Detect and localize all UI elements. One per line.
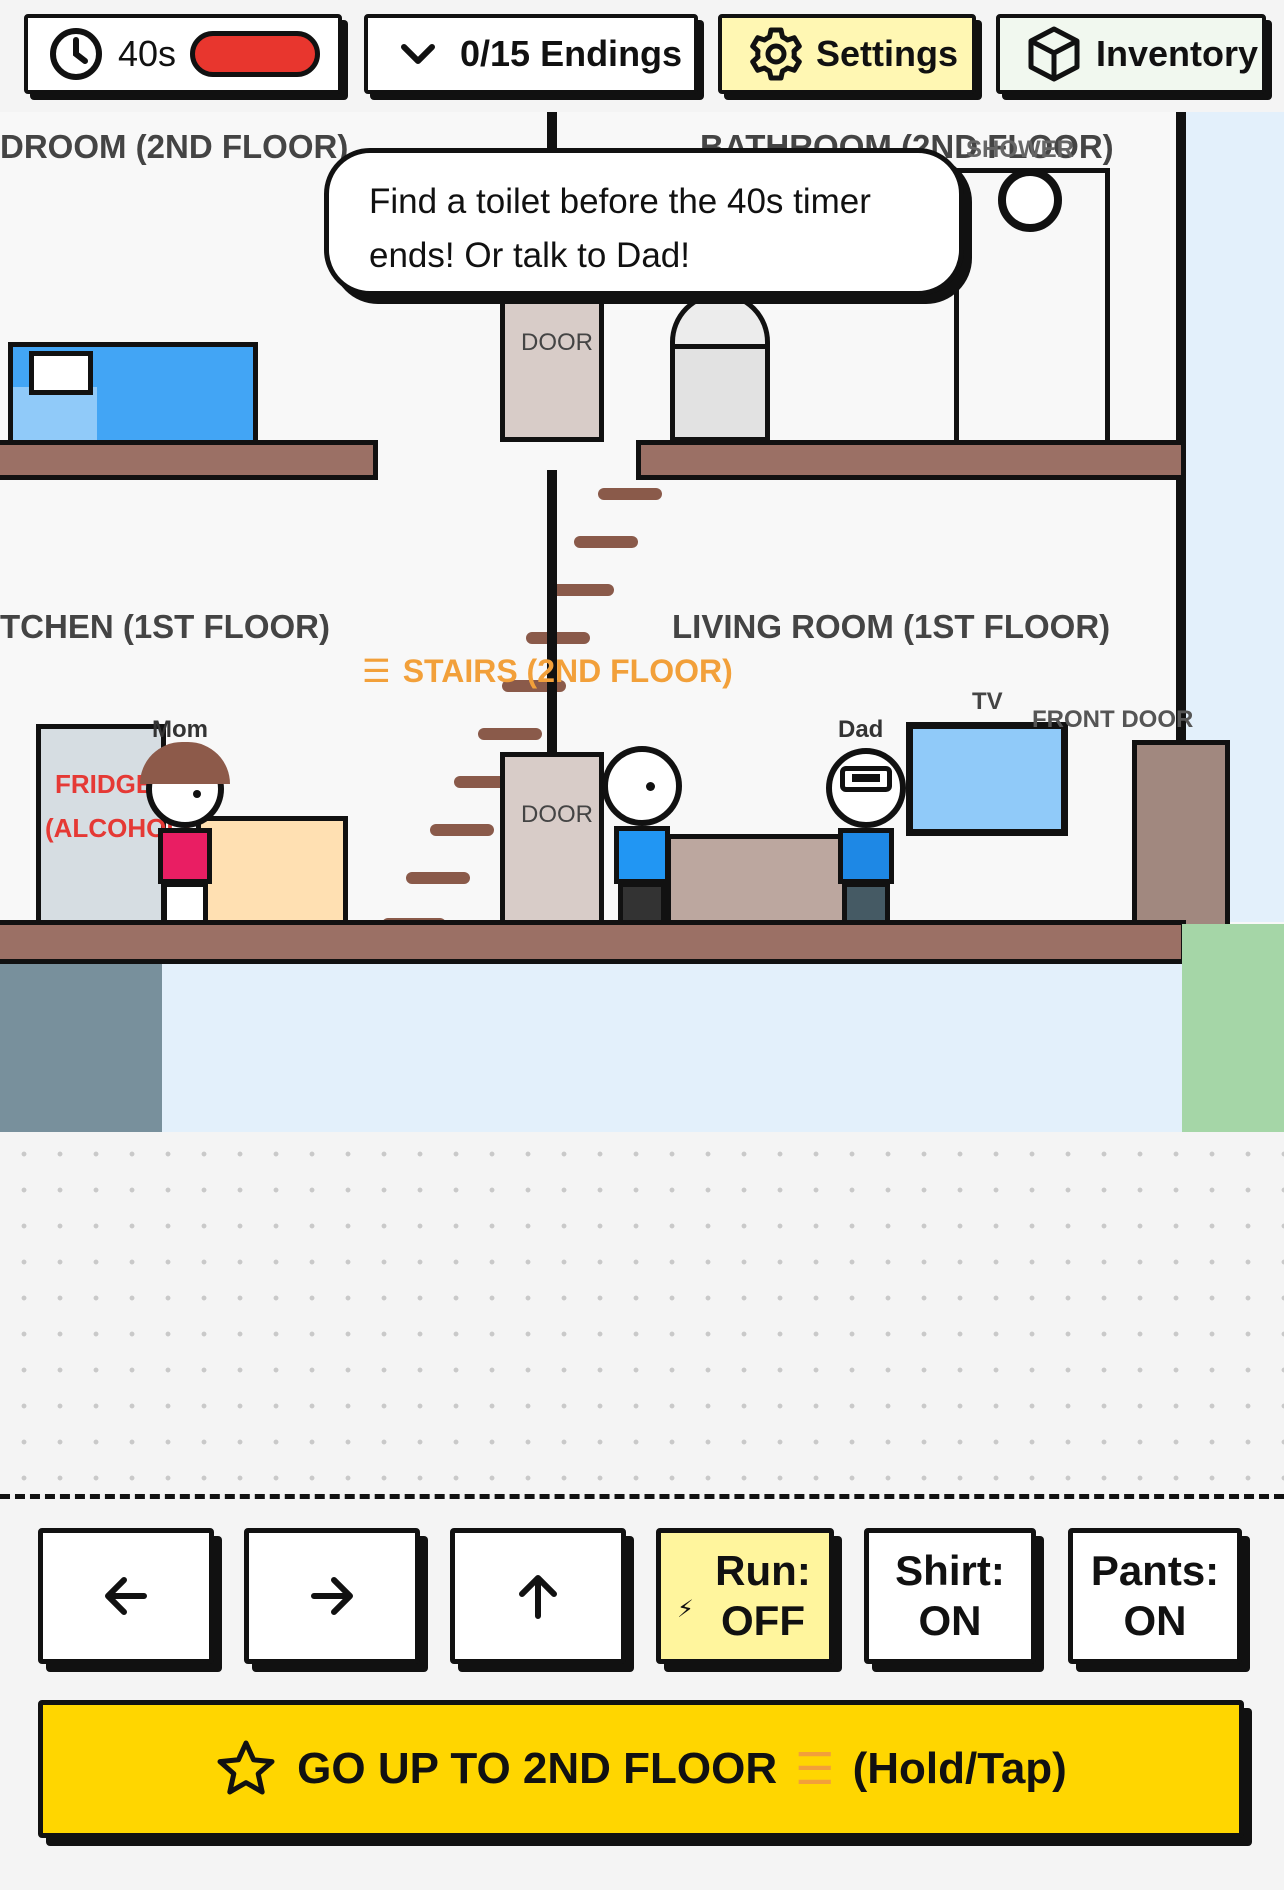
dad-label: Dad <box>838 716 884 743</box>
mom-eye <box>193 790 201 798</box>
action-label: GO UP TO 2ND FLOOR <box>297 1744 778 1793</box>
lower-door[interactable]: DOOR <box>500 752 604 938</box>
second-floor-right <box>636 440 1186 480</box>
ladder-icon: ☰ <box>795 1744 835 1794</box>
front-door-label: FRONT DOOR <box>1032 706 1194 733</box>
dad-head <box>826 748 906 828</box>
shirt-toggle[interactable]: Shirt: ON <box>864 1528 1036 1664</box>
second-floor-left <box>0 440 378 480</box>
gear-icon <box>750 27 802 81</box>
house-right-wall <box>1176 112 1186 922</box>
dad-glasses <box>840 766 892 792</box>
stair-step <box>574 536 638 548</box>
player-character <box>600 746 684 940</box>
move-left-button[interactable] <box>38 1528 214 1664</box>
dad-glasses-lens <box>852 774 880 782</box>
ground-middle <box>162 964 1182 1132</box>
shower-label: SHOWER <box>966 136 1074 163</box>
timer-bar <box>190 31 321 77</box>
timer-value: 40s <box>118 33 177 74</box>
stairs-label[interactable]: ☰STAIRS (2ND FLOOR) <box>362 653 733 689</box>
upper-door[interactable]: DOOR <box>500 292 604 442</box>
go-up-action-button[interactable]: GO UP TO 2ND FLOOR ☰ (Hold/Tap) <box>38 1700 1244 1838</box>
shirt-value: ON <box>918 1597 982 1644</box>
move-up-button[interactable] <box>450 1528 626 1664</box>
run-label: Run: <box>715 1547 811 1594</box>
living-room-label: LIVING ROOM (1ST FLOOR) <box>672 608 1111 645</box>
center-wall-lower <box>547 470 557 870</box>
lightning-icon: ⚡ <box>677 1596 694 1623</box>
cube-icon <box>1028 26 1080 82</box>
move-right-button[interactable] <box>244 1528 420 1664</box>
inventory-button[interactable]: Inventory ( <box>996 14 1266 94</box>
toilet-tank <box>670 292 770 352</box>
shower-head <box>998 168 1062 232</box>
toilet-body <box>670 344 770 442</box>
arrow-right-icon <box>311 1577 353 1615</box>
dad-shirt <box>838 828 894 884</box>
arrow-up-icon <box>519 1575 557 1619</box>
hint-text: Find a toilet before the 40s timer ends!… <box>369 182 871 275</box>
kitchen-counter <box>196 816 348 936</box>
control-separator <box>0 1494 1284 1499</box>
run-toggle[interactable]: ⚡ Run: OFF <box>656 1528 834 1664</box>
ground-left <box>0 964 162 1132</box>
game-scene: DROOM (2ND FLOOR) BATHROOM (2ND FLOOR) D… <box>0 112 1284 1132</box>
endings-label: 0/15 Endings <box>460 33 683 74</box>
pants-label: Pants: <box>1090 1547 1220 1594</box>
pants-value: ON <box>1123 1597 1187 1644</box>
endings-button[interactable]: 0/15 Endings <box>364 14 698 94</box>
ground-right <box>1182 924 1284 1132</box>
bed-blanket-edge <box>13 387 97 441</box>
mom-body <box>158 828 212 884</box>
bed <box>8 342 258 446</box>
settings-button[interactable]: Settings <box>718 14 976 94</box>
clock-icon <box>50 28 102 80</box>
pants-toggle[interactable]: Pants: ON <box>1068 1528 1242 1664</box>
pillow <box>29 351 93 395</box>
player-shirt <box>614 826 670 884</box>
shirt-label: Shirt: <box>895 1547 1005 1594</box>
fridge-label-1: FRIDGE <box>55 769 154 799</box>
action-suffix: (Hold/Tap) <box>852 1744 1067 1793</box>
front-door[interactable] <box>1132 740 1230 938</box>
settings-label: Settings <box>816 33 959 74</box>
stair-step <box>478 728 542 740</box>
run-value: OFF <box>721 1597 805 1644</box>
player-eye <box>646 782 655 791</box>
inventory-label: Inventory ( <box>1096 33 1266 74</box>
timer-panel: 40s <box>24 14 342 94</box>
stair-step <box>526 632 590 644</box>
kitchen-label: TCHEN (1ST FLOOR) <box>0 608 330 645</box>
stair-step <box>406 872 470 884</box>
arrow-left-icon <box>105 1577 147 1615</box>
bedroom-label: DROOM (2ND FLOOR) <box>0 128 349 165</box>
toilet[interactable] <box>666 292 774 442</box>
chevron-down-icon <box>401 44 435 64</box>
dad-character[interactable] <box>824 748 908 940</box>
stair-step <box>430 824 494 836</box>
star-icon <box>217 1740 275 1795</box>
hint-bubble: Find a toilet before the 40s timer ends!… <box>324 148 964 296</box>
mom-character[interactable] <box>140 730 230 940</box>
first-floor <box>0 920 1186 964</box>
tv-label: TV <box>972 688 1003 715</box>
television[interactable] <box>906 722 1068 836</box>
stair-step <box>598 488 662 500</box>
mom-label: Mom <box>152 716 208 743</box>
stair-step <box>550 584 614 596</box>
ladder-icon: ☰ <box>362 653 391 689</box>
mom-hair <box>140 742 230 784</box>
background-dots <box>0 1130 1284 1495</box>
player-head <box>602 746 682 826</box>
